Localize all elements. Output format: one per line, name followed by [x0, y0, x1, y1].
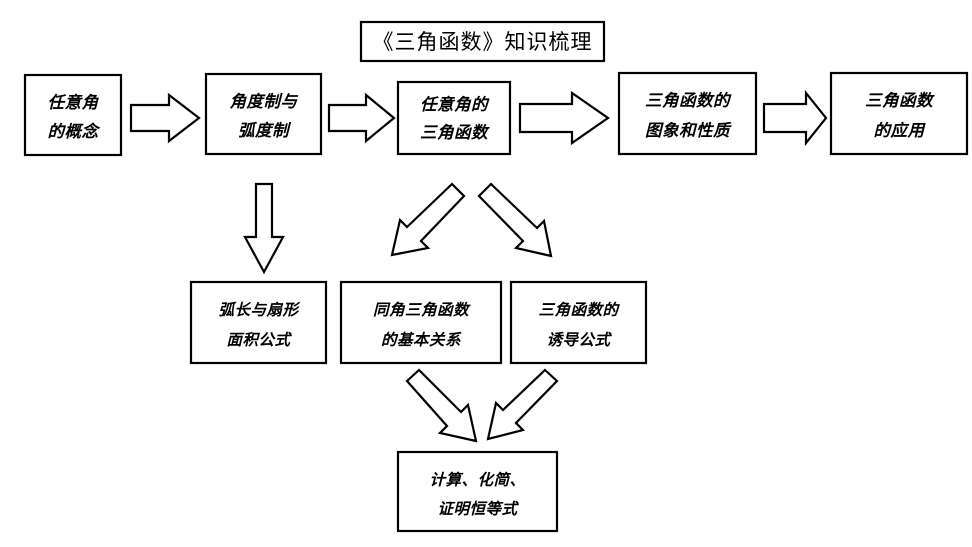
page-title: 《三角函数》知识梳理 [373, 30, 593, 54]
node-label-line1: 三角函数 [865, 91, 935, 110]
node-box-border [204, 72, 323, 156]
node-sanjiao-hanshu-yingyong[interactable]: 三角函数 的应用 [829, 71, 969, 156]
title-box-border [359, 20, 606, 63]
node-jisuan-huajian-zhengming[interactable]: 计算、化简、 证明恒等式 [396, 450, 559, 533]
arrow-down-left-icon-n3-n7 [390, 182, 466, 257]
node-label-line2: 三角函数 [420, 123, 490, 142]
node-tongjiao-jiben-guanxi[interactable]: 同角三角函数 的基本关系 [339, 280, 503, 365]
node-box-border [396, 450, 559, 533]
node-box-border [509, 280, 648, 365]
node-label-line2: 图象和性质 [645, 121, 732, 140]
node-label-line2: 证明恒等式 [437, 499, 519, 518]
node-label-line1: 计算、化简、 [429, 470, 525, 489]
node-box-border [23, 73, 123, 157]
node-renyijiao-sanjiao-hanshu[interactable]: 任意角的 三角函数 [396, 80, 512, 156]
node-youdao-gongshi[interactable]: 三角函数的 诱导公式 [509, 280, 648, 365]
node-label-line1: 弧长与扇形 [218, 300, 300, 319]
node-label-line2: 的概念 [48, 122, 101, 141]
title-node: 《三角函数》知识梳理 [359, 20, 606, 63]
arrow-right-icon-n4-n5 [762, 89, 828, 147]
node-box-border [617, 71, 758, 156]
node-label-line1: 三角函数的 [538, 300, 620, 319]
arrow-right-icon-n2-n3 [327, 92, 396, 144]
node-label-line2: 诱导公式 [546, 330, 612, 349]
node-box-border [829, 71, 969, 156]
node-label-line2: 的应用 [874, 121, 927, 140]
node-box-border [339, 280, 503, 365]
arrow-down-icon-n2-n6 [243, 182, 285, 275]
node-tuxiang-xingzhi[interactable]: 三角函数的 图象和性质 [617, 71, 758, 156]
arrow-down-right-icon-n3-n8 [477, 182, 553, 258]
node-label-line1: 任意角 [48, 93, 100, 112]
node-label-line1: 同角三角函数 [373, 300, 471, 319]
node-box-border [396, 80, 512, 156]
arrow-right-icon-n3-n4 [518, 90, 610, 146]
arrow-right-icon-n1-n2 [129, 92, 201, 144]
arrow-down-left-icon-n8-n9 [486, 368, 559, 441]
arrow-down-right-icon-n7-n9 [405, 368, 478, 443]
node-label-line1: 角度制与 [230, 92, 299, 111]
node-label-line2: 弧度制 [238, 121, 292, 140]
node-label-line2: 的基本关系 [381, 330, 462, 349]
node-renyijiao-gainian[interactable]: 任意角 的概念 [23, 73, 123, 157]
node-box-border [189, 280, 328, 365]
node-huchang-shanxing-mianji[interactable]: 弧长与扇形 面积公式 [189, 280, 328, 365]
node-label-line1: 任意角的 [420, 95, 490, 114]
node-label-line2: 面积公式 [226, 330, 292, 349]
node-jiaodu-hudu-zhi[interactable]: 角度制与 弧度制 [204, 72, 323, 156]
node-label-line1: 三角函数的 [645, 91, 732, 110]
